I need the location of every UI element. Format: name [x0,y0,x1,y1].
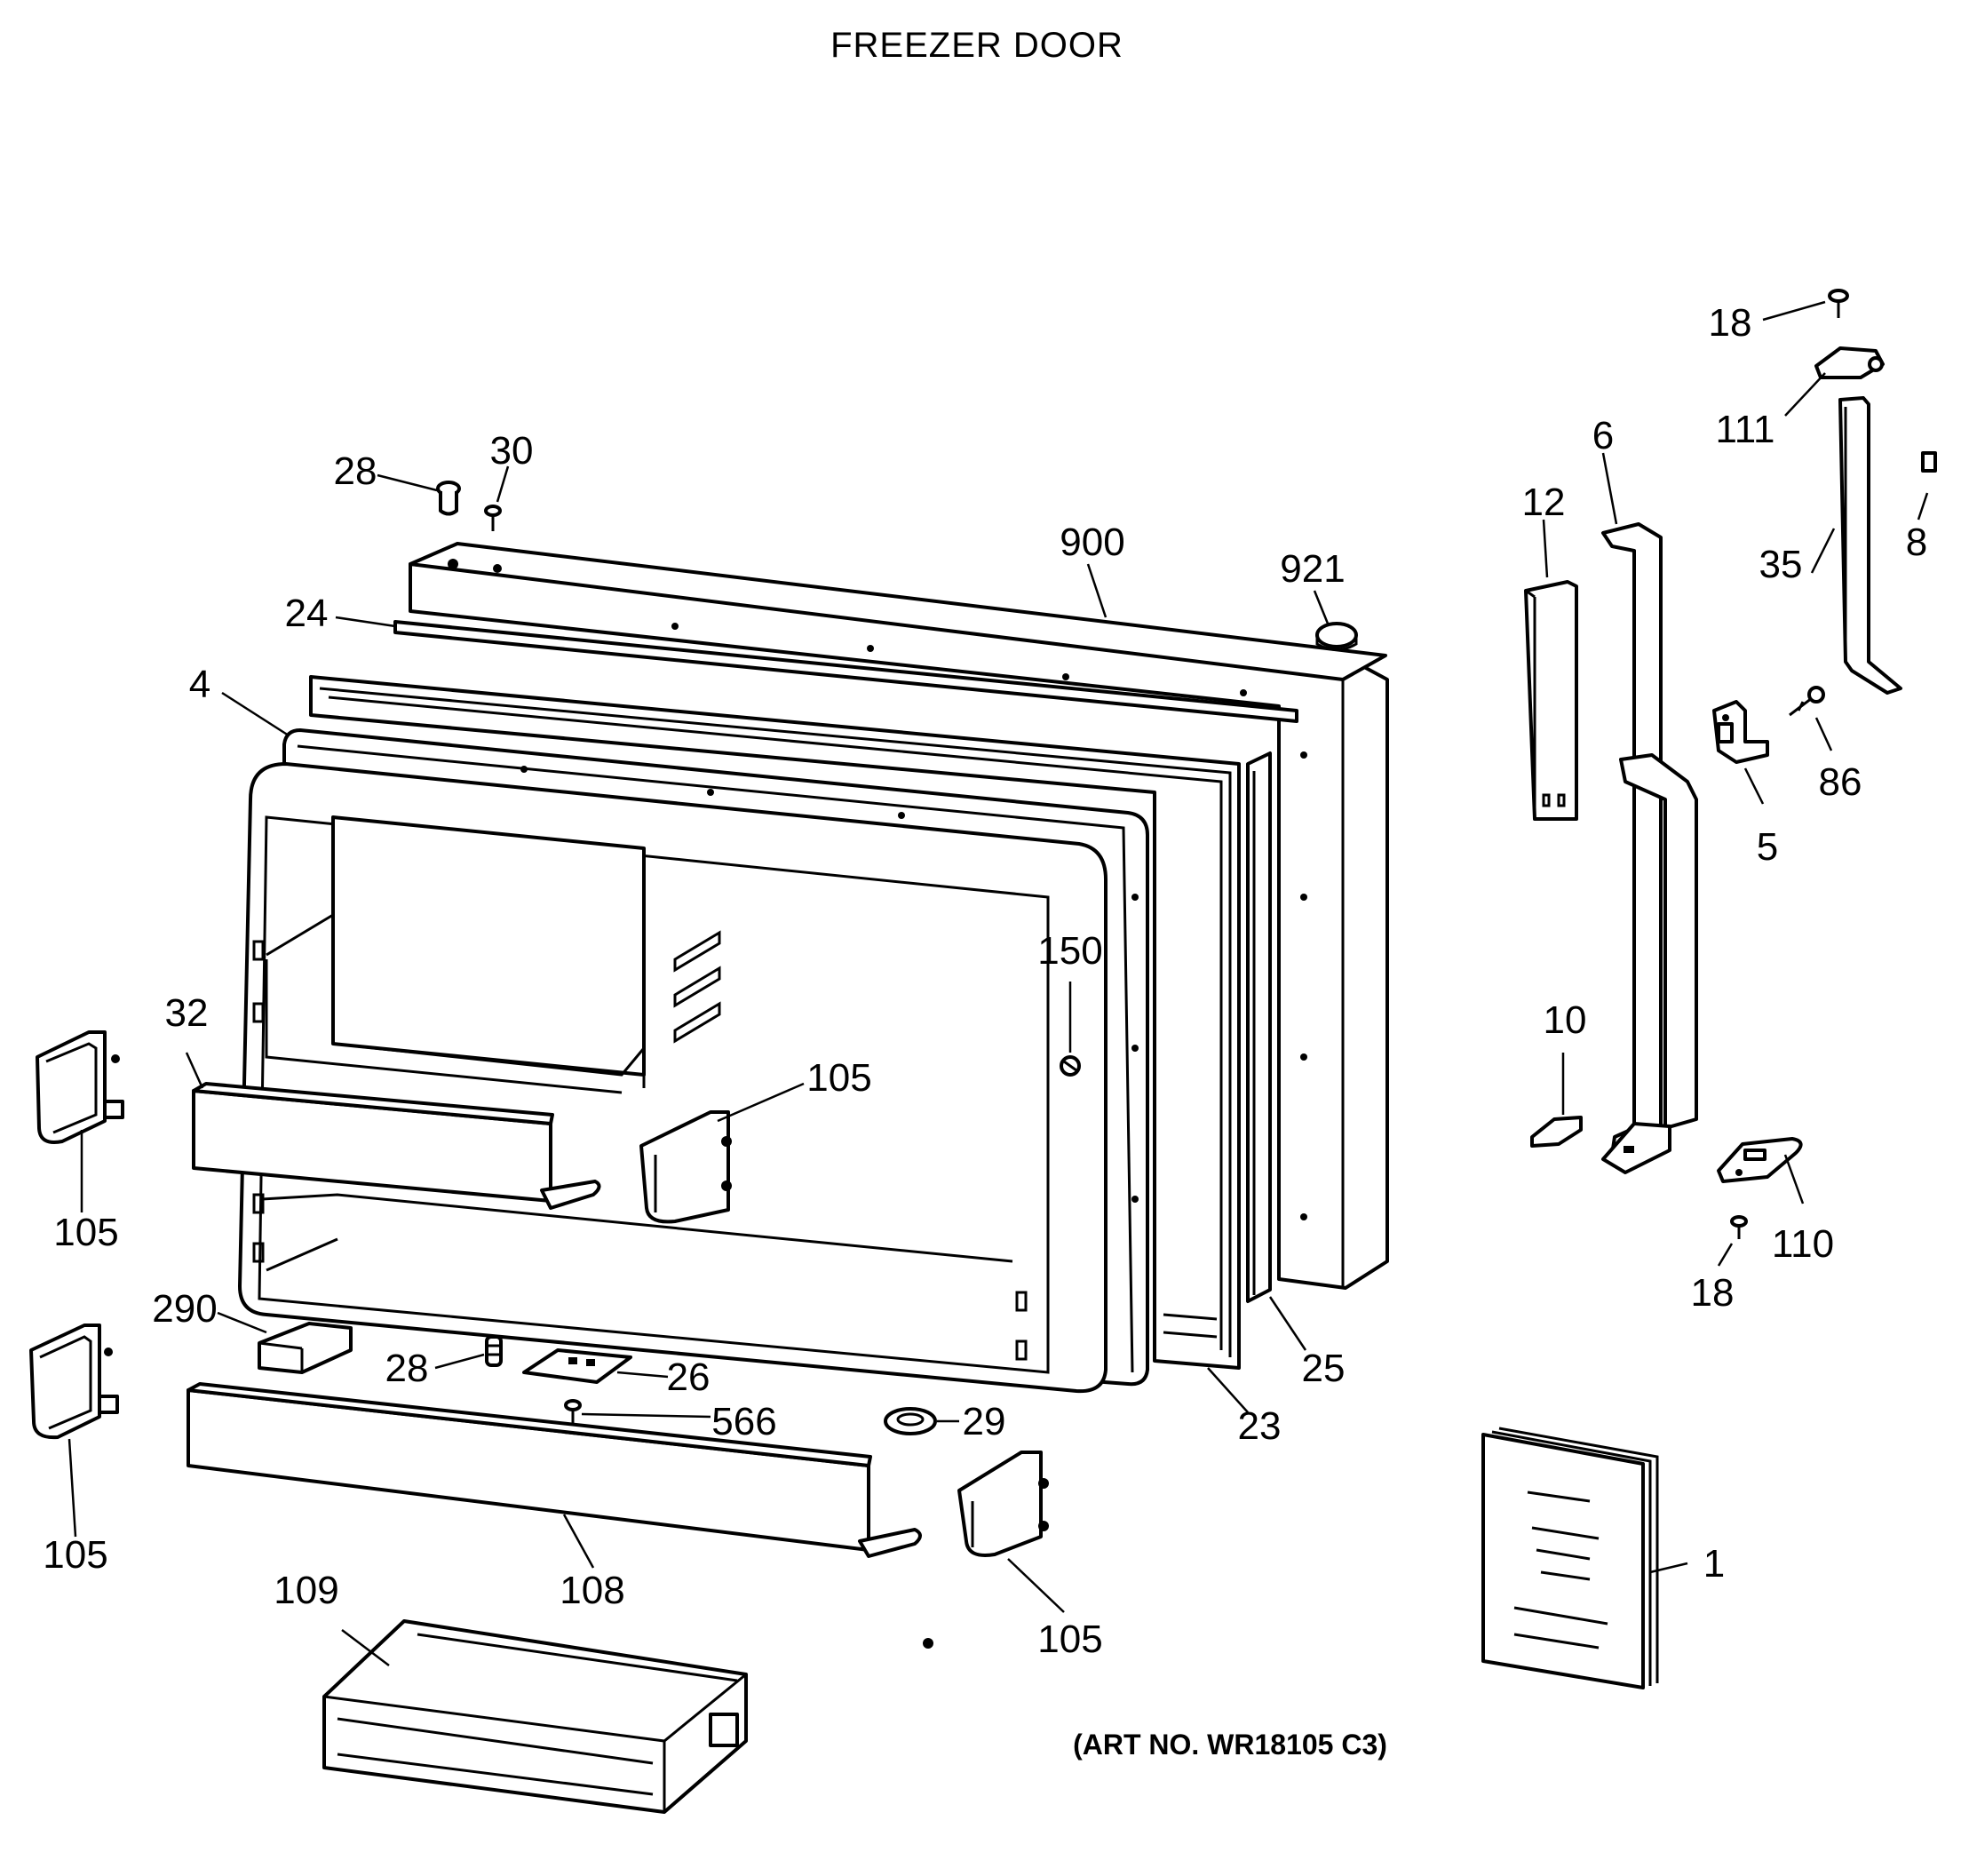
label-23: 23 [1238,1404,1282,1448]
diagram-title: FREEZER DOOR [830,26,1123,65]
stop-10-shape [1530,1116,1583,1148]
label-150: 150 [1037,929,1102,973]
plug-28-bottom-shape [485,1335,503,1367]
inner-liner-shape [238,762,1108,1394]
bracket-105-left-upper-shape [36,1030,124,1144]
hinge-cap-111-shape [1814,346,1885,379]
handle-trim-35-shape [1838,396,1902,695]
bracket-105-center-shape [639,1110,732,1224]
label-86: 86 [1819,760,1862,804]
plate-26-shape [522,1348,632,1384]
handle-mount-6-shape [1601,522,1698,1174]
handle-bracket-12-shape [1524,580,1578,821]
label-32: 32 [165,991,209,1035]
shelf-bar-32-shape [192,1082,601,1210]
top-trim-24-shape [393,620,1298,723]
screw-18-top-shape [1828,289,1849,318]
label-566: 566 [711,1400,776,1443]
label-105-bottom: 105 [1037,1618,1102,1661]
label-105-left-upper: 105 [53,1211,118,1254]
label-10: 10 [1544,998,1587,1042]
label-30: 30 [490,429,534,473]
label-5: 5 [1757,825,1778,869]
foam-liner-23-shape [309,675,1241,1370]
label-26: 26 [667,1355,711,1399]
door-outer-shape [409,542,1389,1290]
label-110: 110 [1772,1222,1834,1266]
plug-28-top-shape [436,481,461,516]
label-24: 24 [285,592,329,635]
hinge-bottom-110-shape [1717,1137,1803,1183]
screw-18-bottom-shape [1730,1215,1748,1239]
label-1: 1 [1703,1542,1725,1586]
label-18-bottom: 18 [1691,1271,1735,1315]
label-108: 108 [560,1569,624,1612]
screw-150-shape [1060,1055,1081,1077]
label-111: 111 [1716,408,1775,451]
label-290: 290 [152,1287,217,1331]
stray-mark [923,1638,933,1649]
screw-30-top-shape [484,505,502,531]
hinge-5-shape [1712,700,1769,764]
label-105-center: 105 [806,1056,871,1100]
side-trim-25-shape [1246,751,1272,1303]
leader-lines [67,300,1929,1666]
label-25: 25 [1302,1347,1346,1390]
plug-921-shape [1315,622,1358,651]
label-12: 12 [1522,481,1566,524]
label-28-top: 28 [334,449,377,493]
label-900: 900 [1060,521,1124,564]
part-8-shape [1921,451,1937,473]
label-18-top: 18 [1709,301,1752,345]
manual-1-shape [1481,1427,1659,1689]
screw-86-shape [1789,686,1825,717]
label-28-bottom: 28 [385,1347,429,1390]
bin-109-shape [322,1619,748,1814]
bracket-105-left-lower-shape [29,1324,119,1440]
grommet-29-shape [884,1407,937,1435]
screw-566-shape [564,1399,582,1426]
label-4: 4 [189,663,210,706]
label-35: 35 [1759,543,1803,586]
label-29: 29 [963,1400,1006,1443]
label-921: 921 [1280,547,1345,591]
bracket-105-bottom-shape [957,1451,1049,1557]
callout-labels: 18 111 8 6 35 12 86 5 10 110 18 28 30 90… [43,301,1927,1661]
label-105-left-lower: 105 [43,1533,107,1577]
art-number: (ART NO. WR18105 C3) [1073,1729,1387,1761]
block-290-shape [258,1322,353,1374]
gasket-4-shape [282,728,1149,1387]
label-8: 8 [1906,521,1927,564]
label-6: 6 [1592,414,1614,457]
label-109: 109 [274,1569,338,1612]
shelf-bar-108-shape [187,1382,922,1558]
